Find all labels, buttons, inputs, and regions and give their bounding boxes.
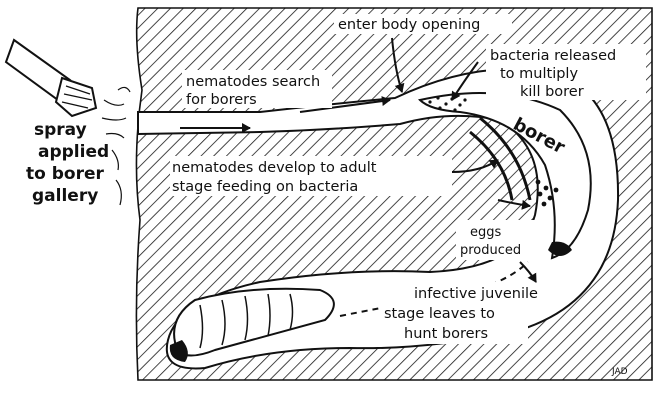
spray-nozzle [6,40,96,116]
artist-signature: JAD [611,367,628,377]
enter-label: enter body opening [338,17,480,33]
spray-label: spray applied to borer gallery [26,120,115,206]
